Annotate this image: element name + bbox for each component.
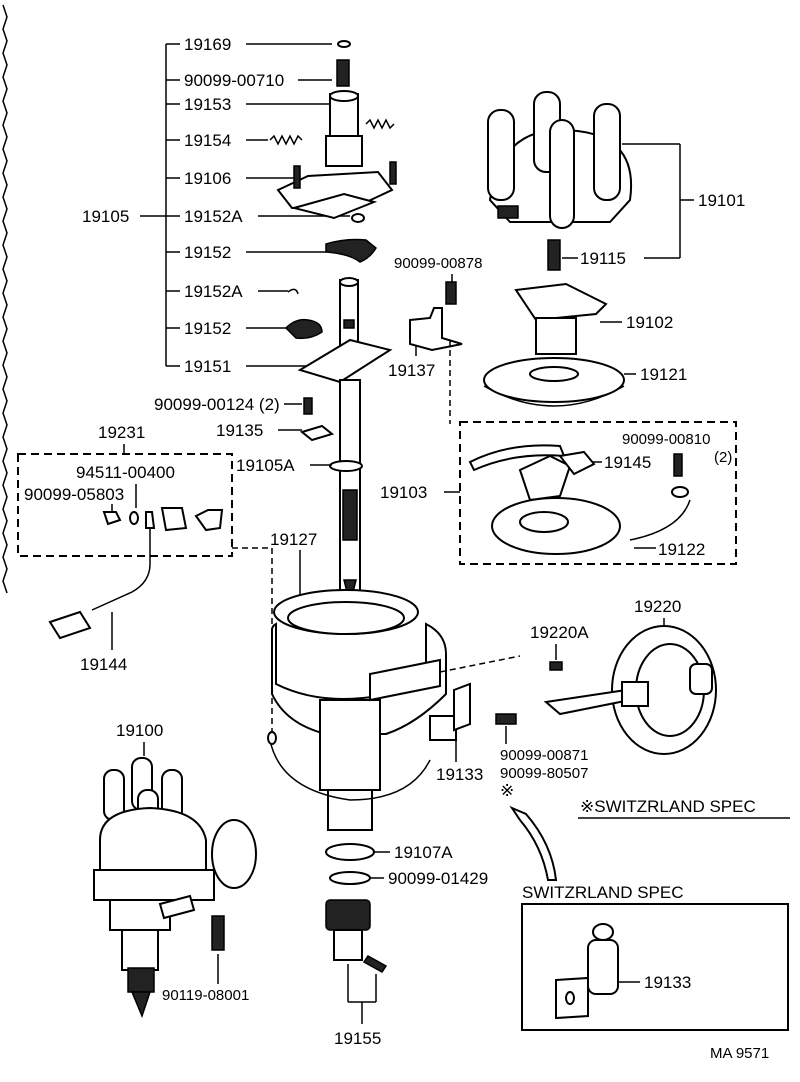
- label-19169: 19169: [184, 35, 231, 54]
- washer-19107A: [325, 843, 375, 861]
- diagram-code: MA 9571: [710, 1045, 769, 1062]
- screw-00878: [445, 281, 457, 305]
- label-19154: 19154: [184, 131, 231, 150]
- mark-switzerland: ※: [500, 781, 514, 800]
- label-19133-switzerland: 19133: [644, 973, 691, 992]
- bolt-08001: [211, 915, 225, 951]
- pointer-arrow: [509, 805, 558, 881]
- label-19145: 19145: [604, 453, 651, 472]
- screw-00871: [495, 713, 517, 725]
- label-19122: 19122: [658, 540, 705, 559]
- washer-01429: [329, 871, 371, 885]
- distributor-cap: [487, 91, 633, 271]
- label-19220: 19220: [634, 597, 681, 616]
- label-90099-00124: 90099-00124 (2): [154, 395, 280, 414]
- harness-wire: [91, 528, 151, 611]
- torn-edge: [2, 4, 8, 594]
- switzerland-box: [521, 903, 789, 1031]
- switzerland-spec-note: ※SWITZRLAND SPEC: [580, 797, 756, 816]
- label-90099-00710: 90099-00710: [184, 71, 284, 90]
- governor-parts: [269, 40, 397, 340]
- label-19152-upper: 19152: [184, 243, 231, 262]
- clip-19220A: [549, 661, 563, 671]
- screw-00810: [673, 453, 683, 477]
- label-90099-00810-qty: (2): [714, 449, 732, 466]
- label-19144: 19144: [80, 655, 127, 674]
- label-19220A: 19220A: [530, 623, 589, 642]
- label-19152-lower: 19152: [184, 319, 231, 338]
- label-90099-00878: 90099-00878: [394, 255, 482, 272]
- label-19121: 19121: [640, 365, 687, 384]
- label-19153: 19153: [184, 95, 231, 114]
- label-90099-00871: 90099-00871: [500, 747, 588, 764]
- label-94511-00400: 94511-00400: [76, 463, 175, 482]
- breaker-plate: [468, 444, 691, 555]
- distributor-housing: [267, 589, 471, 831]
- box-19103: [459, 421, 737, 565]
- label-19102: 19102: [626, 313, 673, 332]
- label-19106: 19106: [184, 169, 231, 188]
- label-90099-80507: 90099-80507: [500, 765, 588, 782]
- label-19151: 19151: [184, 357, 231, 376]
- rotor-19102: [514, 282, 608, 355]
- switzerland-box-title: SWITZRLAND SPEC: [522, 883, 684, 902]
- vacuum-advance-19220: [543, 625, 717, 755]
- label-19115: 19115: [580, 249, 626, 268]
- dust-cover-19121: [483, 357, 625, 407]
- label-90119-08001: 90119-08001: [162, 987, 249, 1004]
- label-19133: 19133: [436, 765, 483, 784]
- label-90099-01429: 90099-01429: [388, 869, 488, 888]
- label-19135: 19135: [216, 421, 263, 440]
- label-19137: 19137: [388, 361, 435, 380]
- condenser-19133: [555, 923, 619, 1020]
- label-19105: 19105: [82, 207, 129, 226]
- label-19155: 19155: [334, 1029, 381, 1048]
- label-19231: 19231: [98, 423, 145, 442]
- gear-19155: [325, 899, 388, 973]
- label-19103: 19103: [380, 483, 427, 502]
- label-19101: 19101: [698, 191, 745, 210]
- distributor-assembly-19100: [93, 757, 257, 1019]
- bracket-19137: [409, 307, 463, 352]
- harness-parts: [102, 507, 224, 532]
- label-90099-05803: 90099-05803: [24, 485, 124, 504]
- label-19152A-lower: 19152A: [184, 282, 243, 301]
- label-19105A: 19105A: [236, 456, 295, 475]
- connector-19144: [48, 610, 92, 640]
- label-90099-00810: 90099-00810: [622, 431, 710, 448]
- label-19107A: 19107A: [394, 843, 453, 862]
- label-19100: 19100: [116, 721, 163, 740]
- bracket-19105: [140, 43, 180, 367]
- label-19152A-upper: 19152A: [184, 207, 243, 226]
- label-19127: 19127: [270, 530, 317, 549]
- box-19231: [17, 453, 233, 557]
